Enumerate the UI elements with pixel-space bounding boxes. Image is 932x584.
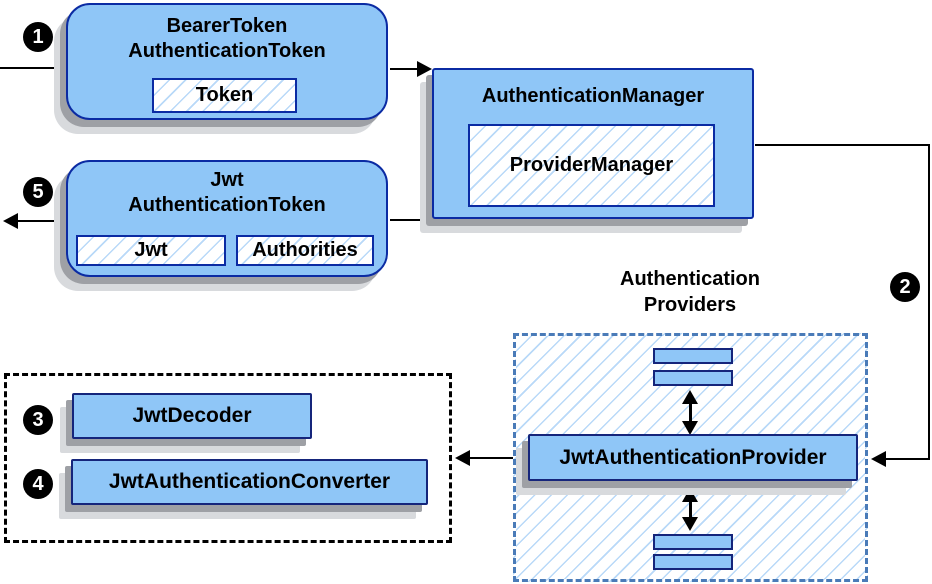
bearer-token-authentication-token-node: BearerToken AuthenticationToken Token bbox=[66, 3, 388, 120]
provider-bar bbox=[653, 534, 733, 550]
step-2-badge: 2 bbox=[890, 272, 920, 302]
manager-to-provider-line-bottom bbox=[884, 458, 930, 460]
jwt-token-title-line2: AuthenticationToken bbox=[128, 194, 326, 216]
jwt-authentication-provider-node: JwtAuthenticationProvider bbox=[528, 434, 858, 481]
manager-to-provider-line-top bbox=[755, 144, 930, 146]
arrowhead-into-provider-icon bbox=[871, 451, 886, 467]
arrowhead-into-decoder-group-icon bbox=[455, 450, 470, 466]
authentication-manager-node: AuthenticationManager ProviderManager bbox=[432, 68, 754, 219]
jwt-field: Jwt bbox=[76, 235, 226, 266]
bearer-token-title-line2: AuthenticationToken bbox=[128, 40, 326, 62]
bearer-token-title-line1: BearerToken bbox=[166, 15, 288, 37]
authentication-providers-label-line1: Authentication bbox=[620, 268, 760, 290]
token-field: Token bbox=[152, 78, 297, 113]
double-arrow-up-icon bbox=[682, 390, 698, 404]
arrowhead-outgoing-icon bbox=[3, 213, 18, 229]
jwt-token-title-line1: Jwt bbox=[210, 169, 244, 191]
jwt-decoder-node: JwtDecoder bbox=[72, 393, 312, 439]
step-4-badge: 4 bbox=[23, 469, 53, 499]
double-arrow-line bbox=[688, 402, 692, 424]
jwt-authentication-converter-node: JwtAuthenticationConverter bbox=[71, 459, 428, 505]
provider-bar bbox=[653, 348, 733, 364]
jwt-authentication-token-node: Jwt AuthenticationToken Jwt Authorities bbox=[66, 160, 388, 277]
authentication-manager-title: AuthenticationManager bbox=[481, 85, 705, 107]
step-5-badge: 5 bbox=[23, 177, 53, 207]
provider-manager-field: ProviderManager bbox=[468, 124, 715, 207]
manager-to-provider-line-right bbox=[928, 144, 930, 459]
double-arrow-down-icon bbox=[682, 421, 698, 435]
step-1-badge: 1 bbox=[23, 22, 53, 52]
provider-bar bbox=[653, 554, 733, 570]
incoming-request-line bbox=[0, 67, 60, 69]
converter-group-container bbox=[4, 373, 452, 543]
authentication-providers-label-line2: Providers bbox=[643, 294, 737, 316]
arrowhead-into-manager-icon bbox=[417, 61, 432, 77]
double-arrow-line bbox=[688, 500, 692, 520]
bearer-to-manager-line bbox=[390, 68, 420, 70]
manager-to-jwt-token-line bbox=[390, 219, 433, 221]
authentication-providers-label: Authentication Providers bbox=[565, 266, 815, 318]
authorities-field: Authorities bbox=[236, 235, 374, 266]
provider-to-decoder-line bbox=[468, 457, 513, 459]
provider-bar bbox=[653, 370, 733, 386]
outgoing-result-line bbox=[16, 220, 66, 222]
double-arrow-down-icon bbox=[682, 517, 698, 531]
step-3-badge: 3 bbox=[23, 405, 53, 435]
double-arrow-up-icon bbox=[682, 488, 698, 502]
